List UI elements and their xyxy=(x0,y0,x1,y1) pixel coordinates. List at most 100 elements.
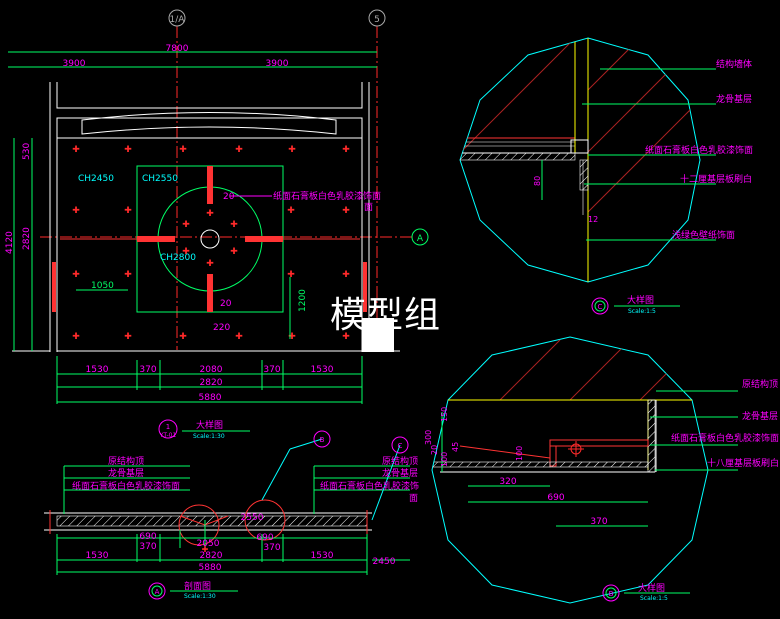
dim-left: 530 xyxy=(22,143,32,160)
small-dim: 1200 xyxy=(298,289,308,312)
title-bubble: 1 xyxy=(166,423,170,431)
section-dim: 690 xyxy=(256,533,273,543)
section-dim: 690 xyxy=(139,532,156,542)
dim-bottom: 370 xyxy=(263,365,280,375)
detail-b-dim: 100 xyxy=(440,452,449,467)
detail-b-label: 原结构顶 xyxy=(742,378,778,390)
svg-text:✚: ✚ xyxy=(287,206,295,216)
watermark-block xyxy=(362,318,394,352)
title-bubble-sub: YT-01 xyxy=(159,432,177,439)
dim-top-total: 7800 xyxy=(166,44,189,54)
svg-text:✚: ✚ xyxy=(342,145,350,155)
svg-text:✚: ✚ xyxy=(124,206,132,216)
detail-b-label: 纸面石膏板白色乳胶漆饰面 xyxy=(671,432,779,444)
small-dim: 20 xyxy=(223,192,235,202)
svg-text:✚: ✚ xyxy=(124,145,132,155)
section-label: 龙骨基层 xyxy=(108,467,144,479)
detail-c-title: 大样图 xyxy=(627,294,654,306)
svg-text:✚: ✚ xyxy=(288,332,296,342)
svg-text:✚: ✚ xyxy=(235,145,243,155)
svg-text:✚: ✚ xyxy=(230,247,238,257)
detail-c-label: 十二厘基层板刷白 xyxy=(680,173,752,185)
detail-b-dim: 370 xyxy=(590,517,607,527)
ceiling-height: CH2450 xyxy=(78,174,114,184)
detail-b-label: 十八厘基层板刷白 xyxy=(707,457,779,469)
section-light-marker: ✚ xyxy=(202,545,209,554)
detail-c-label: 浅绿色壁纸饰面 xyxy=(672,229,735,241)
detail-b-dim: 100 xyxy=(515,446,524,461)
section-dim: 2820 xyxy=(200,551,223,561)
section-bubble: A xyxy=(155,588,160,596)
plan-note: 纸面石膏板白色乳胶漆饰面 xyxy=(273,190,381,202)
detail-c-bubble: C xyxy=(598,303,603,311)
ref-bubble-b: B xyxy=(320,436,325,444)
downlight-markers: ✚✚✚✚✚✚ ✚✚✚✚ ✚✚✚✚ ✚✚✚✚✚✚ ✚✚✚✚✚✚ xyxy=(72,145,350,342)
small-dim: 1050 xyxy=(91,281,114,291)
dim-bottom: 1530 xyxy=(86,365,109,375)
plan-title: 大样图 xyxy=(196,419,223,431)
ceiling-height: CH2550 xyxy=(142,174,178,184)
svg-text:✚: ✚ xyxy=(179,145,187,155)
section-label: 面 xyxy=(409,493,418,504)
axis-bubble-label: 5 xyxy=(374,15,380,25)
section-dim: 5880 xyxy=(199,563,222,573)
detail-c-scale: Scale:1:5 xyxy=(628,308,656,315)
detail-b-dim: 20 xyxy=(430,445,439,455)
axis-bubble-label: 1/A xyxy=(170,15,186,25)
axis-bubble-label: A xyxy=(417,234,424,244)
dim-bottom: 2820 xyxy=(200,378,223,388)
detail-c-label: 龙骨基层 xyxy=(716,93,752,105)
dim-left: 4120 xyxy=(5,231,15,254)
svg-text:✚: ✚ xyxy=(342,270,350,280)
section-a: ✚ B C 原结构顶 龙骨基层 纸面石膏板白色乳胶漆饰面 原结构顶 龙骨基层 纸… xyxy=(44,430,419,600)
section-dim: 2550 xyxy=(241,513,264,523)
section-dim: 2450 xyxy=(373,557,396,567)
small-dim: 20 xyxy=(220,299,232,309)
svg-text:✚: ✚ xyxy=(235,332,243,342)
detail-c-dim: 80 xyxy=(533,176,542,186)
section-title: 剖面图 xyxy=(184,580,211,592)
detail-b-dim: 150 xyxy=(440,407,449,422)
detail-b-dim: 45 xyxy=(451,442,460,452)
svg-text:✚: ✚ xyxy=(342,332,350,342)
ref-bubble-c: C xyxy=(398,442,403,450)
section-label: 纸面石膏板白色乳胶漆饰 xyxy=(320,480,419,492)
ceiling-plan: 1/A 5 A 7800 3900 3900 xyxy=(5,9,429,440)
detail-c: 结构墙体 龙骨基层 纸面石膏板白色乳胶漆饰面 十二厘基层板刷白 浅绿色壁纸饰面 … xyxy=(459,37,753,315)
svg-text:✚: ✚ xyxy=(206,259,214,269)
dim-bottom: 5880 xyxy=(199,393,222,403)
svg-text:✚: ✚ xyxy=(72,270,80,280)
dim-top-left: 3900 xyxy=(63,59,86,69)
section-label: 纸面石膏板白色乳胶漆饰面 xyxy=(72,480,180,492)
dim-bottom: 2080 xyxy=(200,365,223,375)
svg-text:✚: ✚ xyxy=(342,206,350,216)
detail-b-dim: 300 xyxy=(424,430,433,445)
svg-text:✚: ✚ xyxy=(124,270,132,280)
detail-b: 原结构顶 龙骨基层 纸面石膏板白色乳胶漆饰面 十八厘基层板刷白 300 150 … xyxy=(424,336,779,604)
section-label: 原结构顶 xyxy=(382,455,418,467)
dim-left: 2820 xyxy=(22,227,32,250)
detail-b-title: 大样图 xyxy=(638,582,665,594)
svg-text:✚: ✚ xyxy=(124,332,132,342)
section-label: 龙骨基层 xyxy=(382,467,418,479)
section-scale: Scale:1:30 xyxy=(184,593,216,600)
detail-b-dim: 690 xyxy=(547,493,564,503)
dim-top-right: 3900 xyxy=(266,59,289,69)
section-dim: 370 xyxy=(263,543,280,553)
svg-text:✚: ✚ xyxy=(287,270,295,280)
plan-note-tail: 面 xyxy=(364,202,373,213)
svg-text:✚: ✚ xyxy=(182,220,190,230)
section-label: 原结构顶 xyxy=(108,455,144,467)
section-dim: 370 xyxy=(139,542,156,552)
dim-bottom: 1530 xyxy=(311,365,334,375)
detail-b-scale: Scale:1:5 xyxy=(640,595,668,602)
detail-c-dim: 12 xyxy=(588,215,598,224)
svg-text:✚: ✚ xyxy=(72,332,80,342)
plan-scale: Scale:1:30 xyxy=(193,433,225,440)
svg-text:✚: ✚ xyxy=(182,247,190,257)
detail-b-bubble: B xyxy=(609,590,614,598)
detail-b-label: 龙骨基层 xyxy=(742,410,778,422)
svg-text:✚: ✚ xyxy=(206,209,214,219)
svg-text:✚: ✚ xyxy=(230,220,238,230)
